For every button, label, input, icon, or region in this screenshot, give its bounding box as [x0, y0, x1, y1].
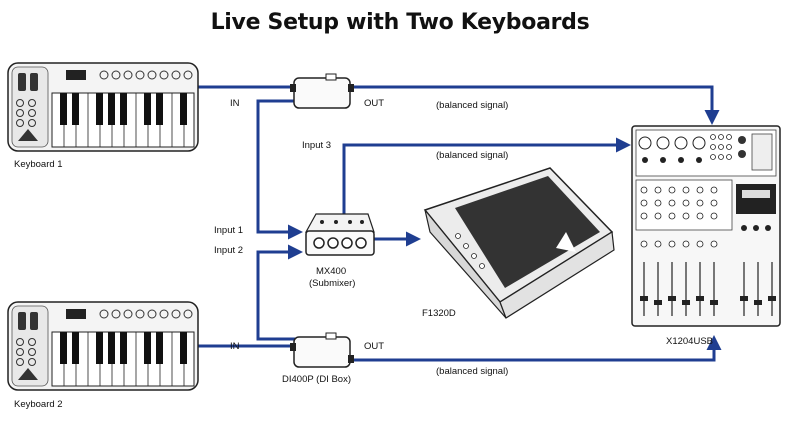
balanced-signal-top-label: (balanced signal) [436, 100, 508, 111]
keyboard-2-device [7, 301, 199, 391]
f1320d-monitor [423, 167, 615, 319]
di-box-top-out-label: OUT [364, 98, 384, 109]
x1204usb-mixer [631, 125, 781, 327]
balanced-signal-bottom-label: (balanced signal) [436, 366, 508, 377]
mixer-label: X1204USB [666, 336, 713, 347]
keyboard-1-device [7, 62, 199, 152]
mx400-submixer [304, 213, 375, 256]
di-box-bottom-in-label: IN [230, 341, 240, 352]
cables [198, 85, 722, 362]
submixer-desc-label: (Submixer) [309, 278, 355, 289]
keyboard-1-label: Keyboard 1 [14, 159, 63, 170]
di-box-label: DI400P (DI Box) [282, 374, 351, 385]
cable-dibox2-to-mx400-input2 [256, 244, 303, 341]
di-box-top-in-label: IN [230, 98, 240, 109]
diagram-title: Live Setup with Two Keyboards [210, 10, 590, 35]
di-box-top [290, 73, 354, 109]
cable-mx400-to-mixer-input3 [342, 137, 631, 220]
balanced-signal-mid-label: (balanced signal) [436, 150, 508, 161]
monitor-label: F1320D [422, 308, 456, 319]
cable-dibox2-out-to-mixer [352, 335, 722, 362]
input1-label: Input 1 [214, 225, 243, 236]
di-box-bottom-out-label: OUT [364, 341, 384, 352]
submixer-model-label: MX400 [316, 266, 346, 277]
input2-label: Input 2 [214, 245, 243, 256]
cable-dibox1-to-mx400-input1 [256, 99, 303, 240]
di-box-bottom [290, 332, 354, 368]
keyboard-2-label: Keyboard 2 [14, 399, 63, 410]
cable-dibox1-out-to-mixer [352, 85, 720, 125]
input3-label: Input 3 [302, 140, 331, 151]
